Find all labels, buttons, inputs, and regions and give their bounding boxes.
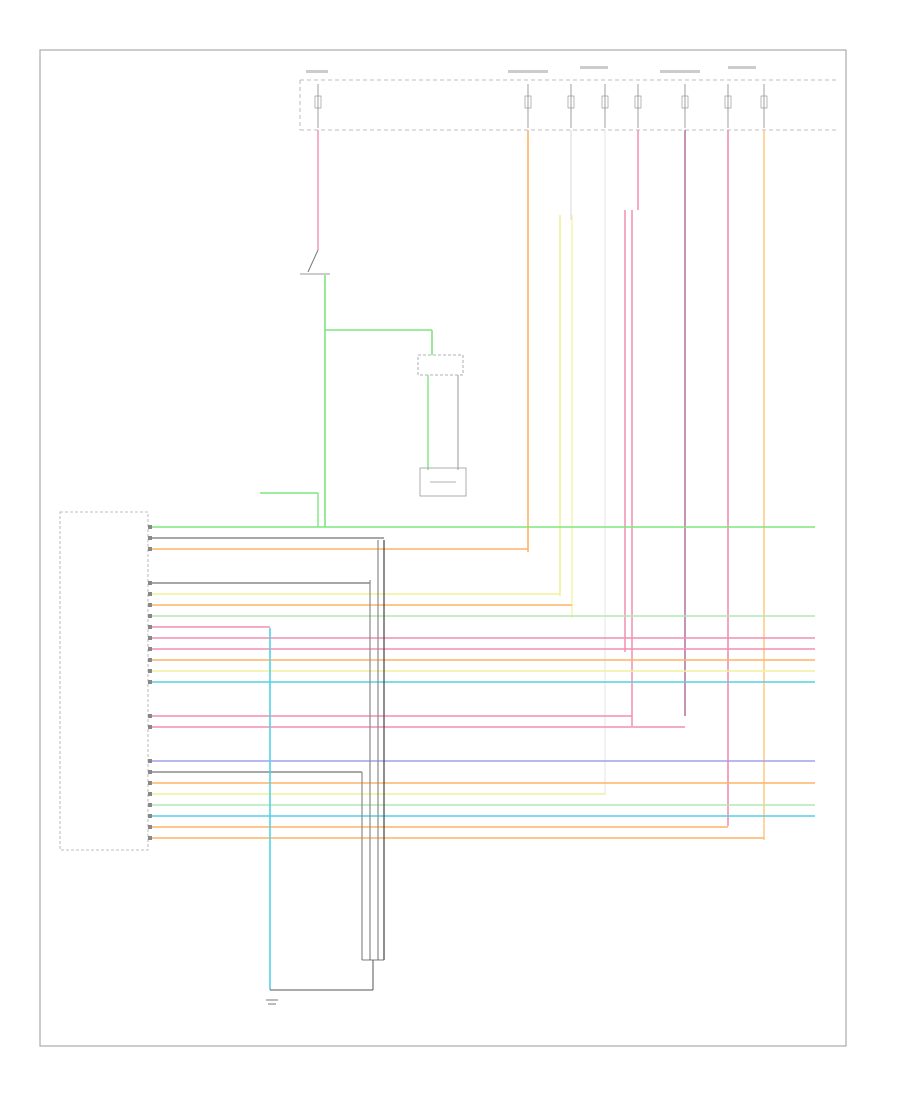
- harness-lines: [148, 525, 815, 840]
- brake-switch: [260, 249, 433, 527]
- relay-component: [417, 354, 467, 497]
- diagram-frame: [39, 49, 847, 1047]
- module-pin: [148, 581, 152, 585]
- fuse-1: [314, 84, 322, 128]
- module-pin: [148, 658, 152, 662]
- fuse-7: [724, 84, 732, 128]
- module-pin: [148, 770, 152, 774]
- ground-area: [266, 540, 385, 1005]
- module-pin: [148, 792, 152, 796]
- fuse-4: [601, 84, 609, 128]
- module-pin: [148, 636, 152, 640]
- module-pin: [148, 836, 152, 840]
- module-pin: [148, 647, 152, 651]
- module-box: [59, 511, 149, 851]
- module-pin: [148, 825, 152, 829]
- module-pin: [148, 625, 152, 629]
- module-pin: [148, 680, 152, 684]
- module-pin: [148, 803, 152, 807]
- module-pin: [148, 603, 152, 607]
- module-pin: [148, 669, 152, 673]
- fuse-3: [567, 84, 575, 128]
- module-pin: [148, 592, 152, 596]
- module-pin: [148, 759, 152, 763]
- module-pin: [148, 814, 152, 818]
- module-pin: [148, 614, 152, 618]
- fuse-8: [760, 84, 768, 128]
- fuse-2: [524, 84, 532, 128]
- module-pin: [148, 781, 152, 785]
- module-pin: [148, 714, 152, 718]
- fuse-box: [299, 66, 836, 131]
- module-pin: [148, 725, 152, 729]
- fuse-feeds: [317, 130, 765, 840]
- fuse-5: [634, 84, 642, 128]
- module-pin: [148, 547, 152, 551]
- fuse-6: [681, 84, 689, 128]
- module-pin: [148, 536, 152, 540]
- module-pin: [148, 525, 152, 529]
